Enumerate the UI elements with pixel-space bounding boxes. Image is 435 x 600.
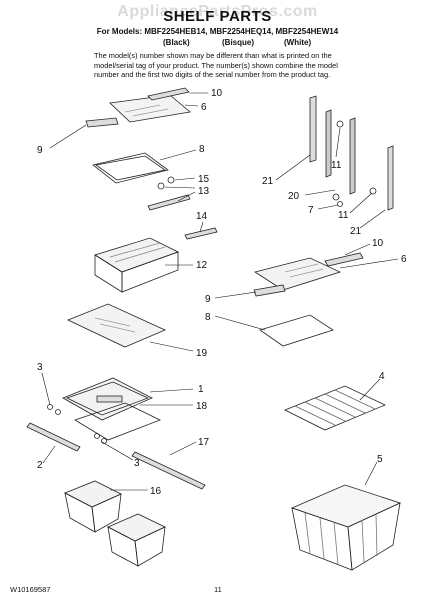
callout-21-right: 21 [350,226,362,237]
color-white: (White) [284,38,312,47]
shelf-trim-top-right [324,252,364,267]
callout-10-right: 10 [372,238,384,249]
shelf-frame-right [259,314,334,347]
shelf-rail-21b [387,145,394,211]
callout-9: 9 [37,145,43,156]
callout-18: 18 [196,401,208,412]
shelf-bracket-20b [349,117,356,195]
color-black: (Black) [163,38,190,47]
callout-9-right: 9 [205,294,211,305]
callout-19: 19 [196,348,208,359]
shelf-rail-21a [309,95,317,163]
page-title: SHELF PARTS [163,8,272,25]
callout-6-right: 6 [401,254,407,265]
callout-20: 20 [288,191,300,202]
page-number: 11 [214,585,222,594]
callout-8: 8 [199,144,205,155]
pantry-frame-1 [62,377,153,421]
callout-11-top: 11 [331,160,342,171]
watermark: AppliancePartsPros.com [117,3,318,20]
model-note: The model(s) number shown may be differe… [94,51,338,79]
callout-6: 6 [201,102,207,113]
callout-11-bottom: 11 [338,210,349,221]
glass-cover-19 [67,303,166,348]
shelf-trim-front-left [85,117,119,128]
shelf-trim-front-right [253,284,286,297]
callouts: 10 6 9 8 15 13 14 12 19 3 1 18 2 3 17 16… [37,88,407,497]
drawer-slide-13 [147,194,191,211]
callout-21-left: 21 [262,176,274,187]
callout-4: 4 [379,371,385,382]
leader-lines [41,92,399,491]
callout-10: 10 [211,88,223,99]
models-line: For Models: MBF2254HEB14, MBF2254HEQ14, … [96,27,339,36]
glass-shelf-top-left [109,94,191,123]
drawer-rail-17 [131,451,206,490]
screws-11-7 [332,120,377,207]
screws-15 [157,176,175,190]
callout-13: 13 [198,186,210,197]
crisper-drawer-12 [94,237,180,293]
shelf-bracket-20a [325,109,332,178]
callout-15: 15 [198,174,210,185]
wire-shelf-4 [284,385,386,431]
callout-5: 5 [377,454,383,465]
callout-7: 7 [308,205,314,216]
callout-8-right: 8 [205,312,211,323]
color-bisque: (Bisque) [222,38,254,47]
callout-16: 16 [150,486,162,497]
drawer-rail-2 [26,422,81,452]
shelf-trim-top-left [147,87,190,101]
callout-17: 17 [198,437,210,448]
drawer-bins-16 [64,480,166,567]
drawer-slide-14 [184,227,218,240]
callout-12: 12 [196,260,208,271]
callout-3-top: 3 [37,362,43,373]
callout-1: 1 [198,384,204,395]
doc-number: W10169587 [10,585,51,594]
wire-basket-5 [290,484,402,571]
glass-shelf-right [254,257,342,291]
callout-14: 14 [196,211,208,222]
callout-3-bottom: 3 [134,458,140,469]
callout-2: 2 [37,460,43,471]
shelf-frame-left [92,152,169,184]
